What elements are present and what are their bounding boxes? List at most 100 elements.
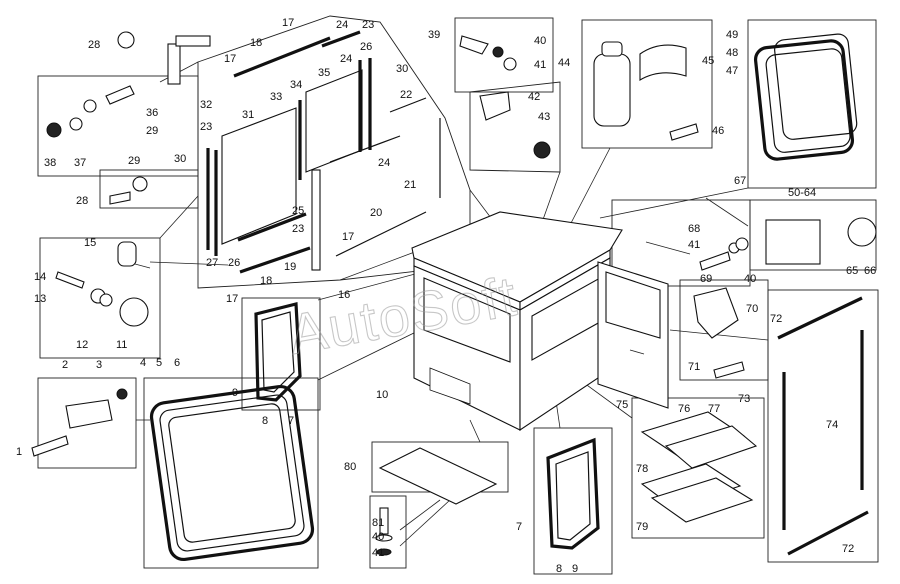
callout-46: 46 — [712, 125, 724, 137]
floor-mat-79 — [650, 477, 754, 523]
cab-front-panel — [429, 367, 471, 405]
connector-line — [599, 187, 749, 219]
rear-window-glass-6 — [168, 403, 296, 543]
callout-79: 79 — [636, 521, 648, 533]
bolt-46 — [669, 123, 699, 141]
bracket-plate — [167, 43, 181, 85]
callout-18: 18 — [250, 37, 262, 49]
group-frames — [37, 15, 879, 575]
side-window-seal-9 — [254, 301, 302, 402]
rail-20 — [335, 211, 427, 257]
cab-door-handle — [629, 349, 645, 355]
washer-40 — [492, 46, 504, 58]
callout-75: 75 — [616, 399, 628, 411]
frame-bolt-28-group — [99, 169, 199, 209]
connector-line — [159, 195, 199, 239]
callout-71: 71 — [688, 361, 700, 373]
callout-17b: 17 — [224, 53, 236, 65]
lamp-lens-11 — [119, 297, 149, 327]
callout-41b: 41 — [688, 239, 700, 251]
connector-line — [469, 419, 481, 443]
callout-81: 81 — [372, 517, 384, 529]
callout-9b: 9 — [572, 563, 578, 575]
callout-50-64: 50-64 — [788, 187, 816, 199]
rear-window-frame-5 — [159, 394, 305, 552]
callout-72b: 72 — [842, 543, 854, 555]
handle-39 — [459, 35, 489, 55]
connector-line — [149, 261, 229, 266]
callout-4: 4 — [140, 357, 146, 369]
connector-line — [399, 499, 441, 531]
callout-37: 37 — [74, 157, 86, 169]
bottle-cap — [601, 41, 623, 57]
knob-43 — [533, 141, 551, 159]
latch-42 — [479, 91, 511, 121]
door-glass-seal-47 — [753, 39, 855, 161]
callout-30b: 30 — [396, 63, 408, 75]
callout-23c: 23 — [292, 223, 304, 235]
callout-5: 5 — [156, 357, 162, 369]
washer-40b — [735, 237, 749, 251]
callout-69: 69 — [700, 273, 712, 285]
callout-17c: 17 — [342, 231, 354, 243]
window-glass-31 — [221, 107, 297, 245]
door-glass-48 — [765, 48, 851, 153]
callout-7: 7 — [288, 415, 294, 427]
callout-16: 16 — [338, 289, 350, 301]
side-window-glass-8 — [261, 311, 295, 393]
callout-26b: 26 — [228, 257, 240, 269]
callout-20: 20 — [370, 207, 382, 219]
callout-70: 70 — [746, 303, 758, 315]
seal-strip-72-top — [777, 296, 863, 340]
callout-32: 32 — [200, 99, 212, 111]
callout-68: 68 — [688, 223, 700, 235]
callout-23b: 23 — [200, 121, 212, 133]
callout-19: 19 — [284, 261, 296, 273]
callout-76: 76 — [678, 403, 690, 415]
callout-38: 38 — [44, 157, 56, 169]
clamp-2 — [65, 399, 113, 429]
washer-41c — [376, 548, 392, 556]
seal-strip-72-bottom — [787, 510, 869, 556]
side-window-assembly — [206, 30, 441, 274]
washer-37 — [69, 117, 83, 131]
callout-22: 22 — [400, 89, 412, 101]
frame-clamp-group — [37, 377, 137, 469]
callout-80: 80 — [344, 461, 356, 473]
callout-30: 30 — [174, 153, 186, 165]
washer-40c — [375, 534, 393, 542]
callout-21: 21 — [404, 179, 416, 191]
post-19 — [311, 169, 321, 271]
connector-line — [569, 147, 611, 226]
callout-23: 23 — [362, 19, 374, 31]
window-frames — [149, 33, 869, 562]
callout-15: 15 — [84, 237, 96, 249]
washer-29b — [132, 176, 148, 192]
frame-rear-window-group — [143, 377, 319, 569]
seal-strip-25 — [237, 212, 307, 242]
bracket-80 — [378, 447, 498, 505]
connector-line — [317, 329, 421, 381]
frame-side-window-left-group — [241, 297, 321, 411]
callout-29b: 29 — [128, 155, 140, 167]
frame-lamp-group — [39, 237, 161, 359]
bolt-36 — [105, 85, 135, 105]
bolt-81 — [379, 507, 389, 535]
floor-mat-77 — [664, 425, 758, 469]
callout-45: 45 — [702, 55, 714, 67]
small-window-seal-7 — [546, 437, 600, 550]
cab-door-window — [605, 271, 661, 339]
window-glass-35 — [305, 69, 363, 173]
callout-67: 67 — [734, 175, 746, 187]
callout-26: 26 — [360, 41, 372, 53]
callout-28: 28 — [88, 39, 100, 51]
door-glass-49 — [774, 33, 858, 140]
callout-49: 49 — [726, 29, 738, 41]
callout-8b: 8 — [556, 563, 562, 575]
callout-66: 66 — [864, 265, 876, 277]
callout-73: 73 — [738, 393, 750, 405]
connector-line — [317, 269, 431, 301]
frame-small-window-group — [533, 427, 613, 575]
callout-47: 47 — [726, 65, 738, 77]
callout-8: 8 — [262, 415, 268, 427]
